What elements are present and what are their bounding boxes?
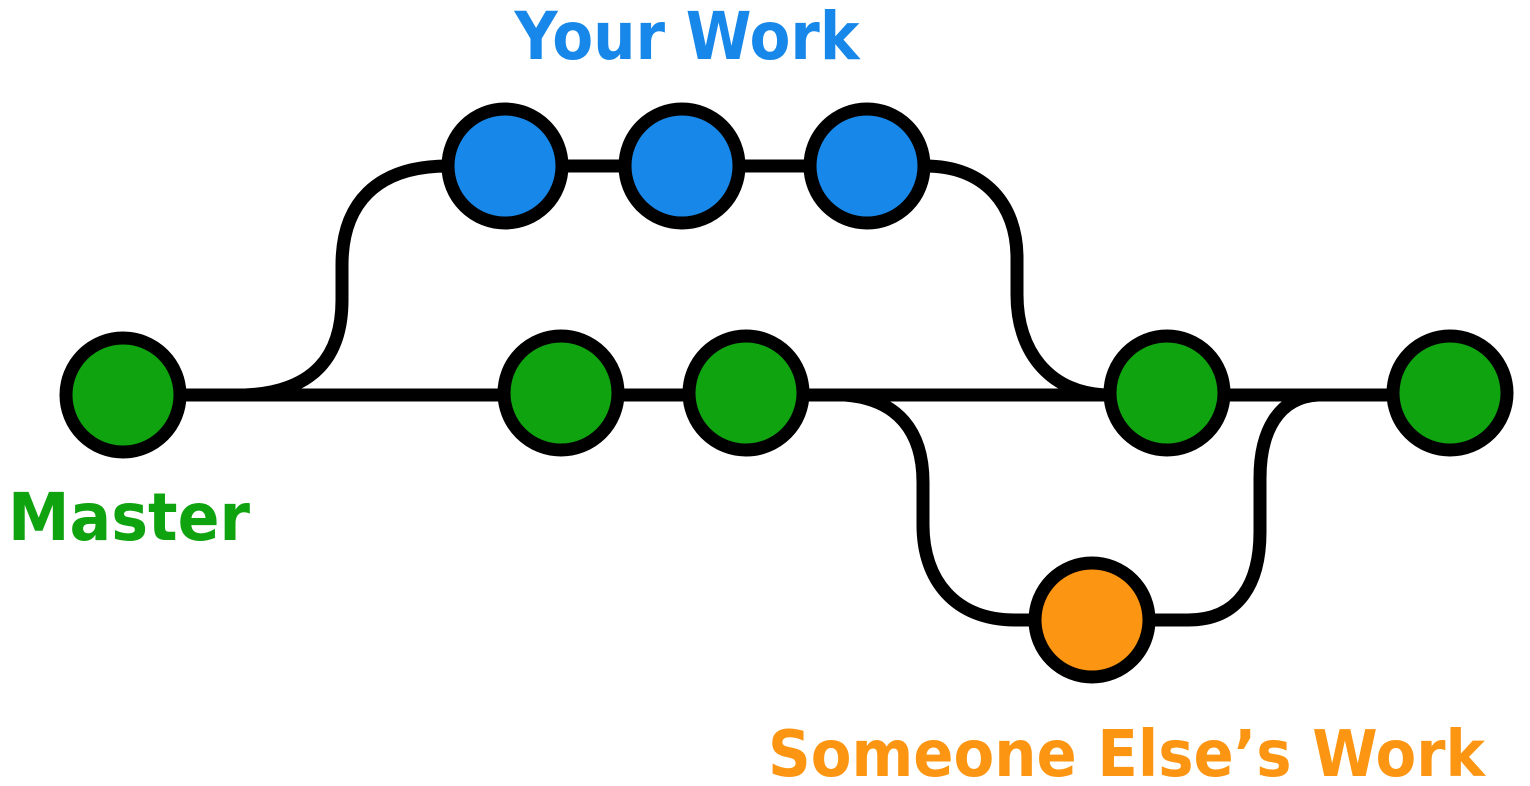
your-work-branch-label: Your Work bbox=[514, 0, 862, 75]
your-work-branch-out-curve bbox=[238, 159, 455, 402]
your-work-branch-commit-node bbox=[618, 102, 746, 230]
master-branch-commit-node bbox=[1386, 329, 1514, 457]
commit-nodes bbox=[59, 102, 1514, 684]
someone-merge-in-curve bbox=[1147, 388, 1325, 627]
master-branch-commit-node bbox=[59, 331, 187, 459]
master-branch-commit-node bbox=[682, 329, 810, 457]
someone-elses-work-branch-commit-node bbox=[1028, 556, 1156, 684]
someone-branch-out-curve bbox=[838, 388, 1039, 627]
master-branch-commit-node bbox=[1103, 329, 1231, 457]
your-work-branch-commit-node bbox=[441, 102, 569, 230]
master-branch-label: Master bbox=[8, 479, 250, 556]
someone-elses-work-branch-label: Someone Else’s Work bbox=[768, 718, 1486, 786]
master-branch-commit-node bbox=[497, 329, 625, 457]
your-work-merge-in-curve bbox=[918, 159, 1112, 402]
your-work-branch-commit-node bbox=[803, 102, 931, 230]
